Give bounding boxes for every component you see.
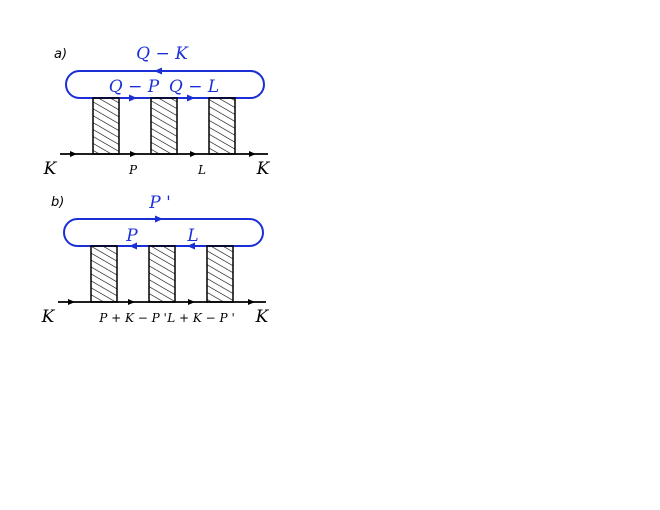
line-left-label-b: K [41,307,56,327]
blob-b-3 [206,245,234,303]
diagram-a: a) Q − K Q − P Q − L K K P L [43,44,271,179]
loop-top-arrow-a [154,67,162,75]
blob-b-1 [90,245,118,303]
loop-left-label-a: Q − P [109,77,160,97]
loop-top-label-a: Q − K [136,44,189,64]
diagram-b: b) P ' P L K K P + K − P ' L + K − P ' [41,193,270,327]
loop-left-label-b: P [125,226,138,246]
line-mid1-label-a: P [128,163,138,177]
line-mid2-label-a: L [197,163,206,177]
line-arrow-b-1 [68,299,75,305]
line-mid1-label-b: P + K − P ' [98,311,167,325]
loop-bottom-arrow-b-1 [129,242,137,250]
blob-b-2 [148,245,176,303]
blob-a-2 [150,97,178,155]
line-arrow-a-3 [190,151,197,157]
loop-right-label-a: Q − L [169,77,219,97]
panel-label-b: b) [51,195,64,210]
blob-a-1 [92,97,120,155]
panel-label-a: a) [54,47,67,62]
loop-top-arrow-b [155,215,163,223]
blob-a-3 [208,97,236,155]
line-arrow-a-4 [249,151,256,157]
line-right-label-b: K [255,307,270,327]
line-arrow-a-1 [70,151,77,157]
line-arrow-a-2 [130,151,137,157]
line-arrow-b-2 [128,299,135,305]
loop-top-label-b: P ' [148,193,171,213]
loop-bottom-arrow-a-2 [187,94,195,102]
loop-bottom-arrow-b-2 [187,242,195,250]
loop-bottom-arrow-a-1 [129,94,137,102]
line-arrow-b-3 [188,299,195,305]
loop-a [65,70,265,99]
loop-b [63,218,264,247]
line-right-label-a: K [256,159,271,179]
line-arrow-b-4 [248,299,255,305]
line-mid2-label-b: L + K − P ' [166,311,235,325]
line-left-label-a: K [43,159,58,179]
loop-right-label-b: L [186,226,198,246]
